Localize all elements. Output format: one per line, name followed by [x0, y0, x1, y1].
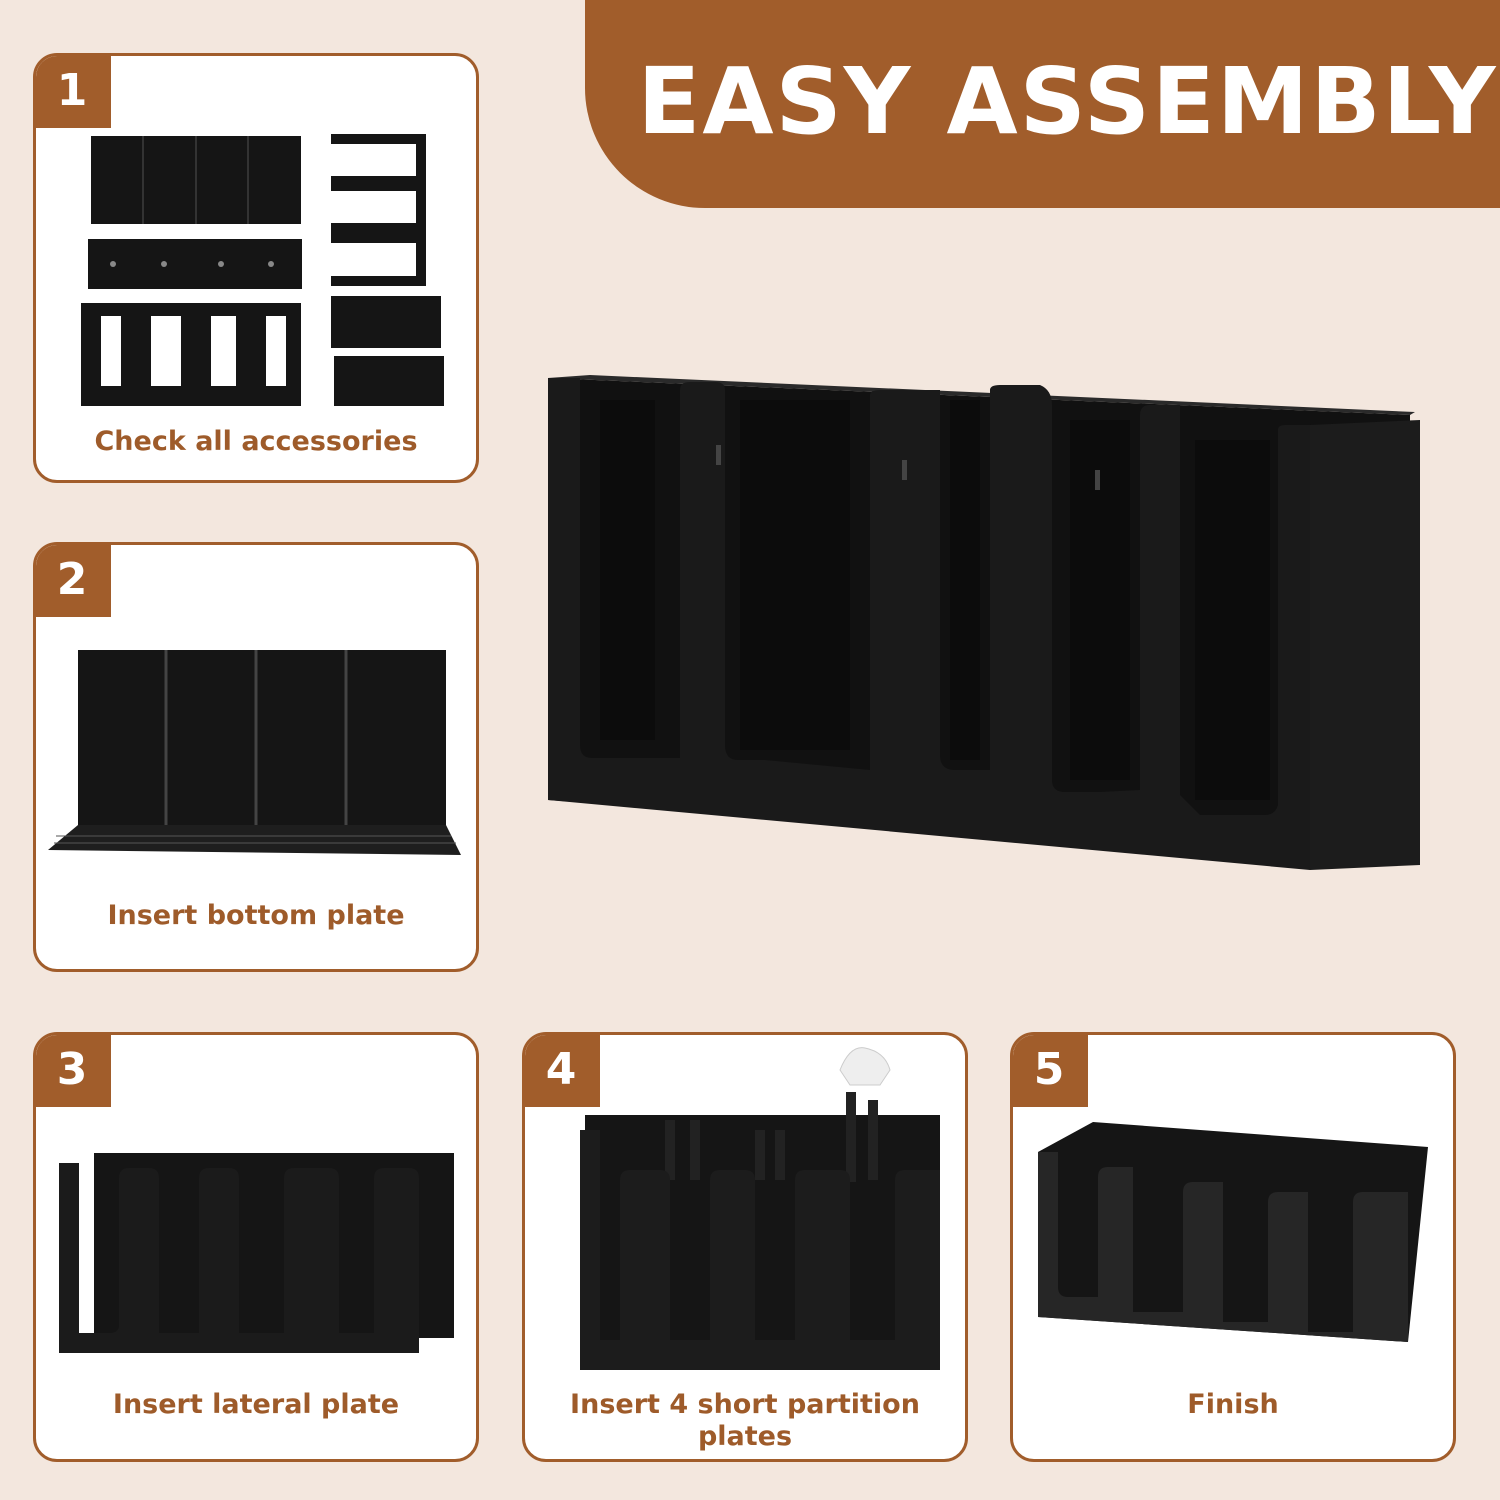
step-card-1: 1 Check all accessories	[33, 53, 479, 483]
assembled-cup-holder-image	[548, 375, 1420, 870]
step-card-2: 2 Insert bottom plate	[33, 542, 479, 972]
step-number-badge: 2	[36, 545, 111, 617]
bottom-plate-image	[48, 650, 461, 855]
step-number-badge: 4	[525, 1035, 600, 1107]
step-card-3: 3 Insert lateral plate	[33, 1032, 479, 1462]
step-caption: Insert bottom plate	[107, 900, 405, 931]
lateral-plate-image	[59, 1153, 454, 1353]
step-caption: Insert 4 short partition plates	[570, 1389, 920, 1452]
page-title: EASY ASSEMBLY	[637, 48, 1498, 155]
partition-plates-image	[580, 1047, 940, 1370]
accessories-parts-image	[81, 134, 444, 406]
step-caption: Check all accessories	[94, 426, 418, 457]
step-caption: Finish	[1187, 1389, 1279, 1420]
step-number-badge: 3	[36, 1035, 111, 1107]
step-number-badge: 5	[1013, 1035, 1088, 1107]
step-card-5: 5 Finish	[1010, 1032, 1456, 1462]
step-card-4: 4 Insert 4 short partition plates	[522, 1032, 968, 1462]
step-number-badge: 1	[36, 56, 111, 128]
step-caption: Insert lateral plate	[112, 1389, 400, 1420]
finished-product-image	[1038, 1122, 1428, 1342]
header-banner: EASY ASSEMBLY	[585, 0, 1500, 208]
